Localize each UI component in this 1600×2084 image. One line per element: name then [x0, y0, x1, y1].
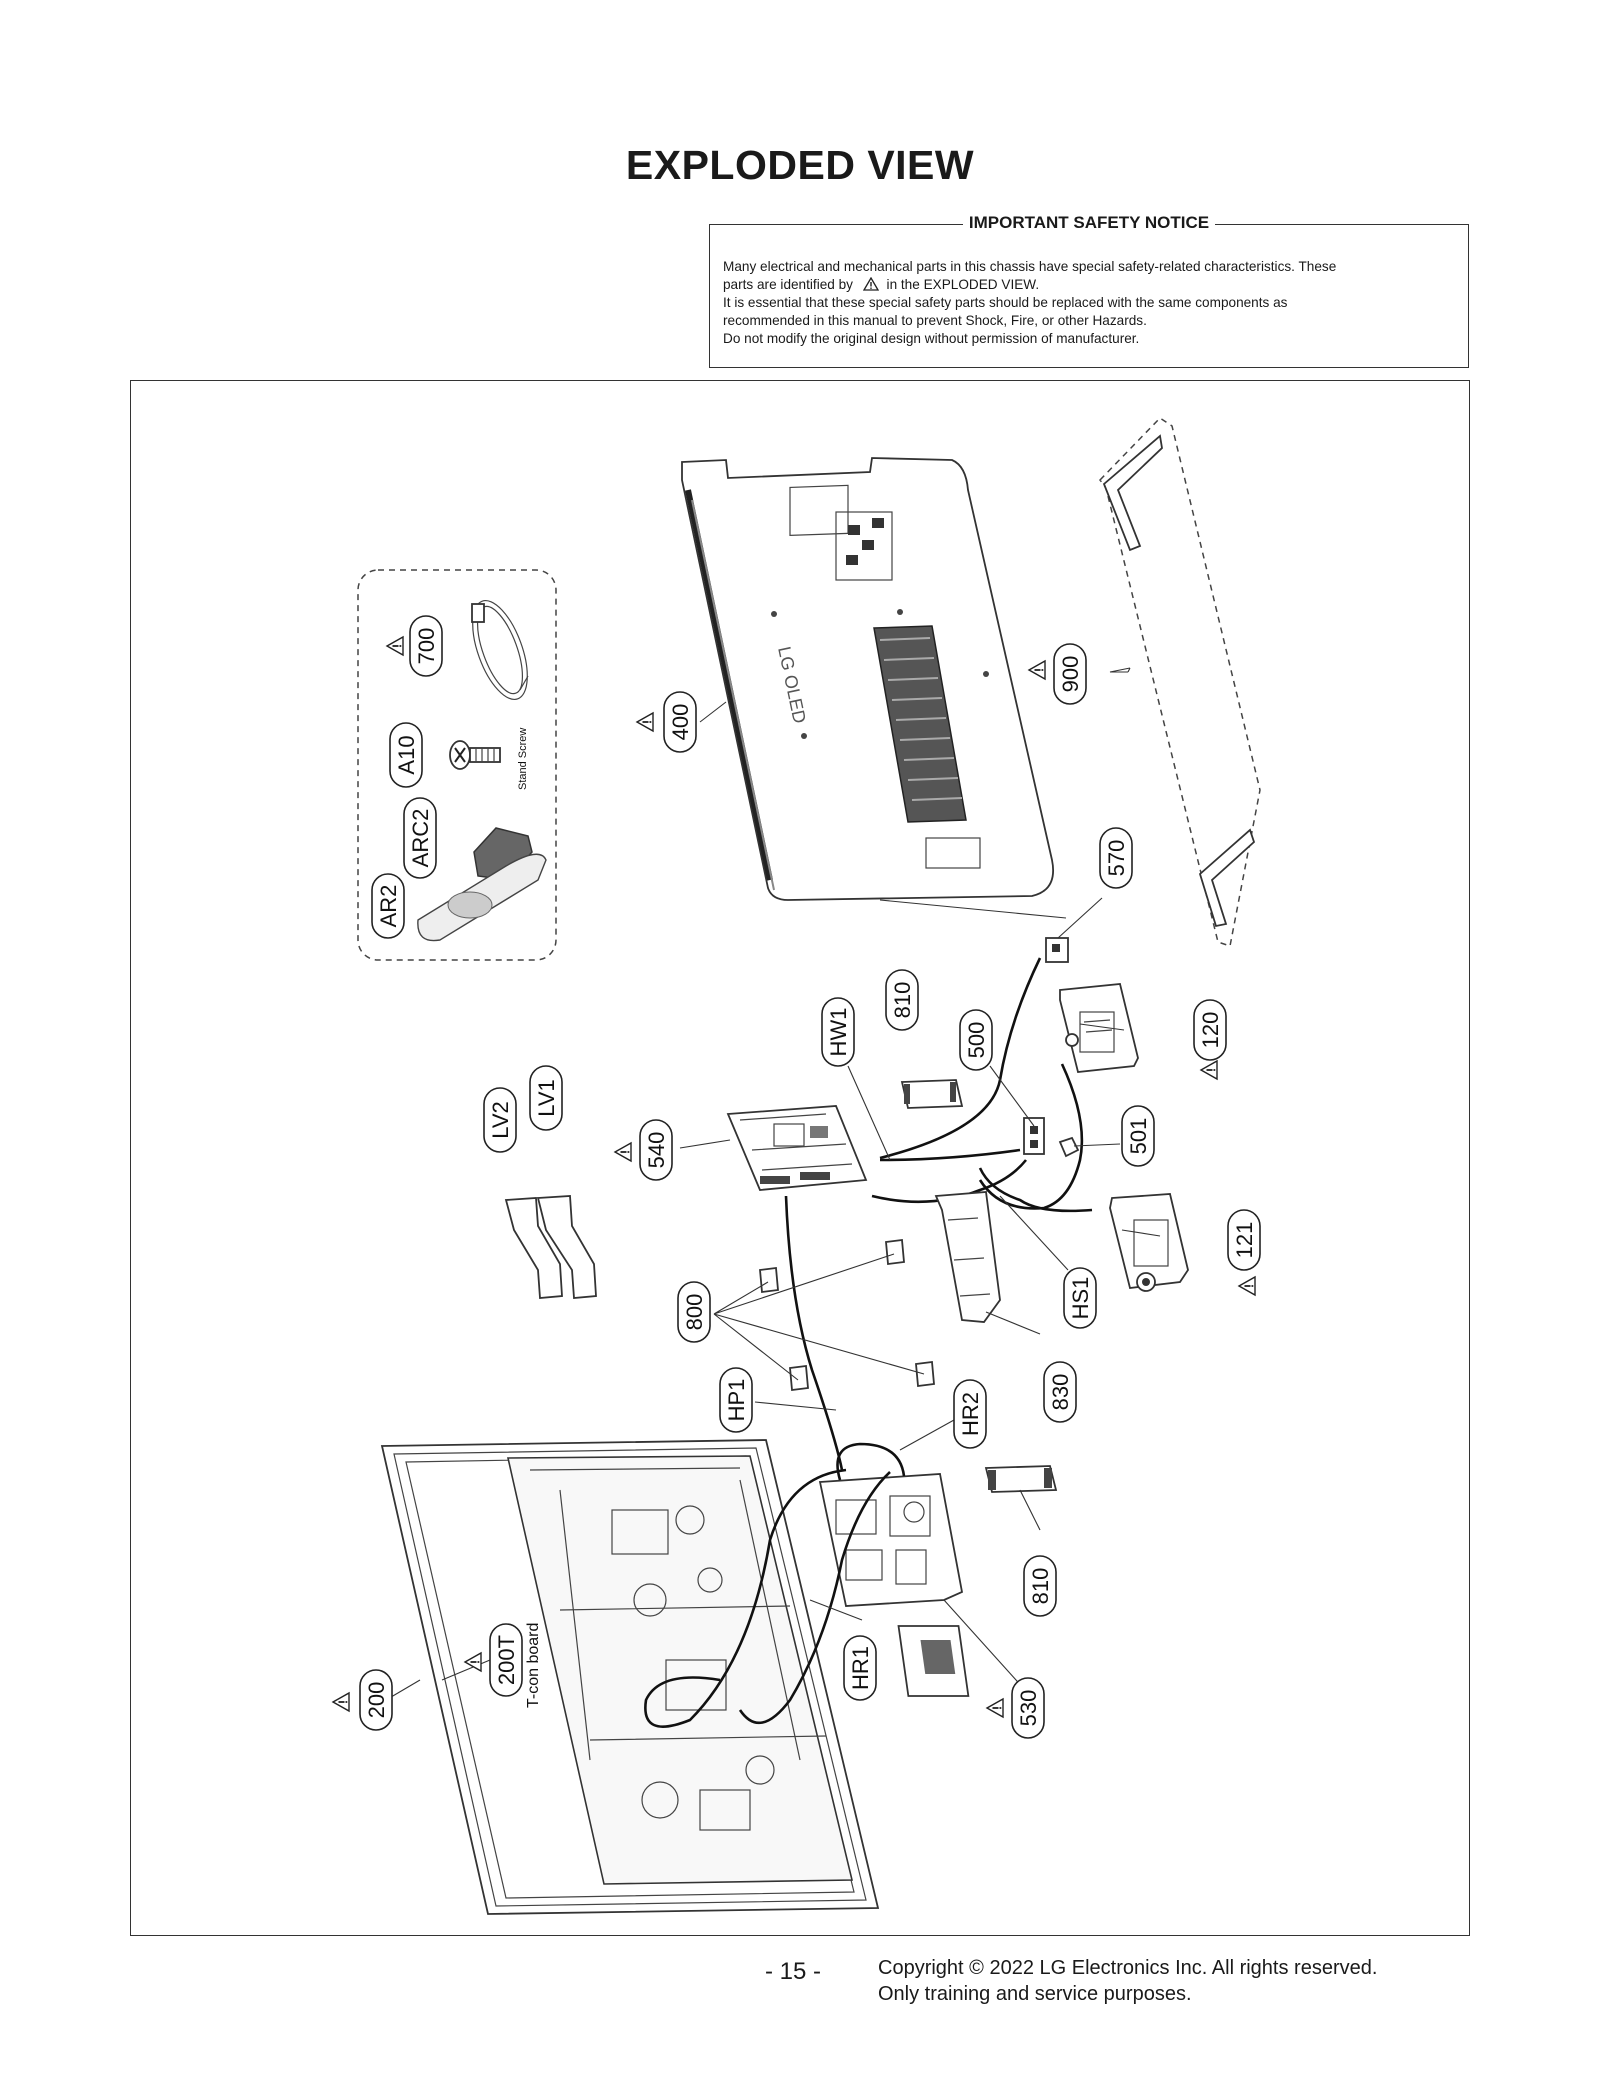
part-labels: 700 A10 ARC2 AR2 400 900 570: [332, 615, 1261, 1739]
svg-text:LV2: LV2: [488, 1101, 513, 1139]
label-HS1: HS1: [1063, 1267, 1097, 1329]
svg-text:500: 500: [964, 1022, 989, 1059]
label-570: 570: [1099, 827, 1133, 889]
label-900: 900: [1053, 643, 1087, 705]
notice-line-3: It is essential that these special safet…: [723, 295, 1288, 310]
svg-text:830: 830: [1048, 1374, 1073, 1411]
label-HP1: HP1: [719, 1367, 753, 1433]
safety-notice: IMPORTANT SAFETY NOTICE Many electrical …: [709, 213, 1469, 368]
connector-500-part: [1023, 1117, 1045, 1155]
ir-board-part: [1045, 937, 1069, 963]
speaker-810-top-part: [900, 1079, 964, 1109]
svg-text:HP1: HP1: [724, 1379, 749, 1422]
svg-text:120: 120: [1198, 1012, 1223, 1049]
purpose-line: Only training and service purposes.: [878, 1983, 1192, 2005]
svg-text:570: 570: [1104, 840, 1129, 877]
display-panel-part: [380, 1439, 880, 1915]
power-unit-121-part: [1109, 1193, 1189, 1292]
stand-outline: [1099, 417, 1261, 947]
label-LV2: LV2: [483, 1087, 517, 1153]
label-120: 120: [1193, 999, 1227, 1061]
bracket-830-part: [934, 1191, 1001, 1323]
tcon-board-part: [897, 1625, 970, 1697]
label-810-top: 810: [885, 969, 919, 1031]
svg-text:200T: 200T: [494, 1635, 519, 1685]
bracket-800-part: [759, 1238, 935, 1392]
label-121: 121: [1227, 1209, 1261, 1271]
label-AR2: AR2: [371, 873, 405, 939]
label-810-bottom: 810: [1023, 1555, 1057, 1617]
svg-text:530: 530: [1016, 1690, 1041, 1727]
accessory-group: [357, 569, 557, 961]
page-title: EXPLODED VIEW: [625, 142, 975, 188]
svg-text:501: 501: [1126, 1118, 1151, 1155]
label-700: 700: [409, 615, 443, 677]
svg-text:HS1: HS1: [1068, 1277, 1093, 1320]
label-HR1: HR1: [843, 1635, 877, 1701]
lvds-cable-lv2-part: [504, 1197, 563, 1299]
power-unit-120-part: [1059, 983, 1139, 1073]
speaker-810-bottom-part: [984, 1465, 1058, 1493]
notice-line-2: parts are identified by in the EXPLODED …: [723, 276, 1040, 292]
page-number: - 15 -: [765, 1958, 822, 1985]
power-board-530-part: [818, 1473, 964, 1607]
safety-notice-heading: IMPORTANT SAFETY NOTICE: [962, 213, 1216, 232]
svg-text:800: 800: [682, 1294, 707, 1331]
copyright-notice: Copyright © 2022 LG Electronics Inc. All…: [878, 1955, 1377, 2007]
svg-text:400: 400: [668, 704, 693, 741]
svg-text:HR1: HR1: [848, 1646, 873, 1690]
main-board-part: [726, 1105, 868, 1191]
svg-text:A10: A10: [394, 735, 419, 774]
label-200: 200: [359, 1669, 393, 1731]
svg-text:AR2: AR2: [376, 885, 401, 928]
svg-text:HR2: HR2: [958, 1392, 983, 1436]
label-501: 501: [1121, 1105, 1155, 1167]
label-ARC2: ARC2: [403, 797, 437, 879]
svg-text:810: 810: [890, 982, 915, 1019]
label-500: 500: [959, 1009, 993, 1071]
svg-text:540: 540: [644, 1132, 669, 1169]
label-830: 830: [1043, 1361, 1077, 1423]
label-LV1: LV1: [529, 1065, 563, 1131]
stand-screw-part: [449, 740, 501, 770]
svg-text:900: 900: [1058, 656, 1083, 693]
label-200T: 200T: [489, 1623, 523, 1697]
connector-501-part: [1058, 1136, 1080, 1158]
copyright-line: Copyright © 2022 LG Electronics Inc. All…: [878, 1957, 1378, 1979]
notice-line-5: Do not modify the original design withou…: [723, 331, 1140, 346]
svg-text:HW1: HW1: [826, 1008, 851, 1057]
svg-text:ARC2: ARC2: [408, 809, 433, 868]
notice-line-4: recommended in this manual to prevent Sh…: [723, 313, 1147, 328]
back-cover-part: [681, 457, 1054, 901]
svg-text:LV1: LV1: [534, 1079, 559, 1117]
label-530: 530: [1011, 1677, 1045, 1739]
label-800: 800: [677, 1281, 711, 1343]
diagram-frame: [130, 380, 1470, 1936]
tcon-board-label: T-con board: [525, 1623, 542, 1708]
label-400: 400: [663, 691, 697, 753]
label-HR2: HR2: [953, 1379, 987, 1449]
leader-lines: [385, 667, 1161, 1701]
stand-screw-label: Stand Screw: [517, 728, 529, 790]
lvds-cable-lv1-part: [536, 1195, 597, 1299]
warning-triangle-icon: [862, 276, 879, 291]
label-HW1: HW1: [821, 997, 855, 1067]
stand-part: [1102, 434, 1256, 928]
notice-line-1: Many electrical and mechanical parts in …: [723, 259, 1337, 274]
svg-text:700: 700: [414, 628, 439, 665]
svg-text:121: 121: [1232, 1222, 1257, 1259]
safety-notice-body: Many electrical and mechanical parts in …: [723, 258, 1455, 348]
label-540: 540: [639, 1119, 673, 1181]
label-A10: A10: [389, 722, 423, 788]
remote-ar2-part: [417, 853, 547, 942]
power-cord-part: [471, 599, 529, 701]
svg-text:200: 200: [364, 1682, 389, 1719]
svg-text:810: 810: [1028, 1568, 1053, 1605]
